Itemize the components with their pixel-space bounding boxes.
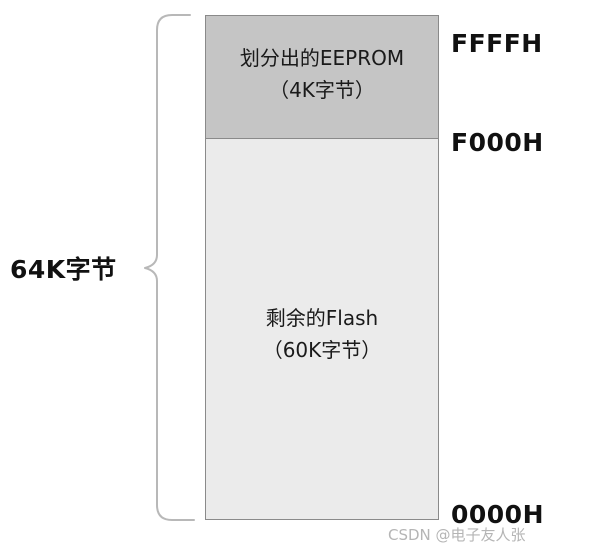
total-size-label: 64K字节 xyxy=(10,255,117,284)
flash-title: 剩余的Flash xyxy=(265,306,379,330)
address-top-label: FFFFH xyxy=(451,29,543,58)
address-bottom-label: 0000H xyxy=(451,500,545,529)
watermark-text: CSDN @电子友人张 xyxy=(388,526,526,544)
eeprom-block: 划分出的EEPROM （4K字节） xyxy=(205,15,439,139)
eeprom-title: 划分出的EEPROM xyxy=(239,46,405,70)
eeprom-size: （4K字节） xyxy=(269,78,375,102)
flash-block: 剩余的Flash （60K字节） xyxy=(205,138,439,520)
address-boundary-label: F000H xyxy=(451,128,544,157)
flash-size: （60K字节） xyxy=(262,338,382,362)
